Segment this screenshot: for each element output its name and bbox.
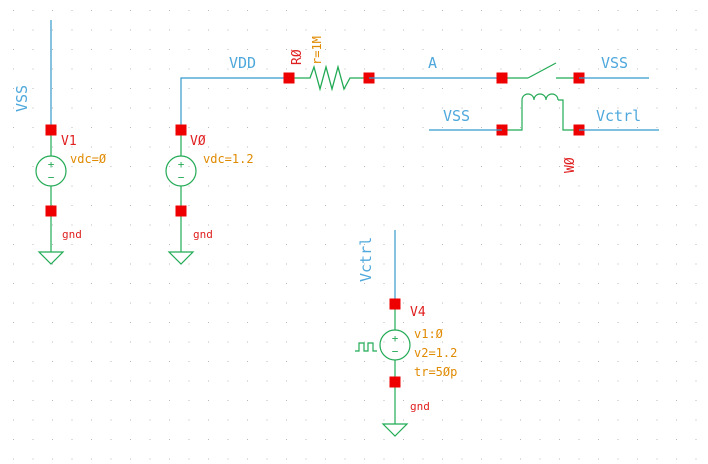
net-label-vctrl-right: Vctrl bbox=[596, 107, 641, 125]
pin-v0-minus[interactable] bbox=[175, 205, 187, 217]
v1-gnd-label: gnd bbox=[62, 228, 82, 241]
plus-sign: + bbox=[392, 332, 399, 345]
ground-icon bbox=[381, 423, 409, 437]
v4-param-v1: v1:Ø bbox=[414, 327, 444, 341]
pin-v0-plus[interactable] bbox=[175, 124, 187, 136]
net-label-a: A bbox=[428, 54, 437, 72]
v0-gnd-label: gnd bbox=[193, 228, 213, 241]
coil-icon bbox=[521, 93, 559, 101]
vdd-wire bbox=[180, 77, 289, 130]
v4-instance-name: V4 bbox=[410, 305, 426, 320]
net-label-vctrl-v4: Vctrl bbox=[357, 237, 375, 282]
minus-sign: − bbox=[178, 171, 185, 184]
w0-switch[interactable]: WØ bbox=[496, 62, 585, 173]
pin-v4-plus[interactable] bbox=[389, 298, 401, 310]
pin-w0-sw-left[interactable] bbox=[496, 72, 508, 84]
w0-instance-name: WØ bbox=[563, 157, 578, 173]
minus-sign: − bbox=[48, 171, 55, 184]
coil-lead-left bbox=[502, 100, 523, 131]
net-label-vss-switch: VSS bbox=[443, 107, 470, 125]
v1-source[interactable]: + − VSS V1 vdc=Ø gnd bbox=[13, 20, 107, 265]
pin-v4-minus[interactable] bbox=[389, 376, 401, 388]
v1-param-vdc: vdc=Ø bbox=[70, 152, 107, 166]
pin-v1-plus[interactable] bbox=[45, 124, 57, 136]
ground-icon bbox=[167, 251, 195, 265]
pin-v1-minus[interactable] bbox=[45, 205, 57, 217]
v0-param-vdc: vdc=1.2 bbox=[203, 152, 254, 166]
plus-sign: + bbox=[48, 158, 55, 171]
net-label-vdd: VDD bbox=[229, 54, 256, 72]
v4-pulse-source[interactable]: + − Vctrl V4 v1:Ø v2=1.2 tr=5Øp gnd bbox=[355, 230, 457, 437]
v4-param-tr: tr=5Øp bbox=[414, 365, 457, 379]
pulse-waveform-icon bbox=[355, 342, 377, 352]
v1-instance-name: V1 bbox=[61, 134, 77, 149]
minus-sign: − bbox=[392, 345, 399, 358]
v4-param-v2: v2=1.2 bbox=[414, 346, 457, 360]
grid-dots bbox=[13, 10, 697, 460]
net-label-vss-right: VSS bbox=[601, 54, 628, 72]
net-label-vss: VSS bbox=[13, 85, 31, 112]
coil-lead-right bbox=[558, 99, 579, 131]
resistor-zigzag bbox=[289, 64, 369, 92]
v4-gnd-label: gnd bbox=[410, 400, 430, 413]
v0-instance-name: VØ bbox=[190, 134, 206, 149]
r0-param-r: r=1M bbox=[310, 36, 324, 65]
plus-sign: + bbox=[178, 158, 185, 171]
pin-r0-left[interactable] bbox=[283, 72, 295, 84]
ground-icon bbox=[37, 251, 65, 265]
v0-source[interactable]: + − VDD VØ vdc=1.2 gnd bbox=[165, 54, 289, 265]
r0-resistor[interactable]: RØ r=1M bbox=[283, 36, 375, 92]
r0-instance-name: RØ bbox=[290, 49, 305, 65]
switch-blade bbox=[527, 62, 557, 79]
